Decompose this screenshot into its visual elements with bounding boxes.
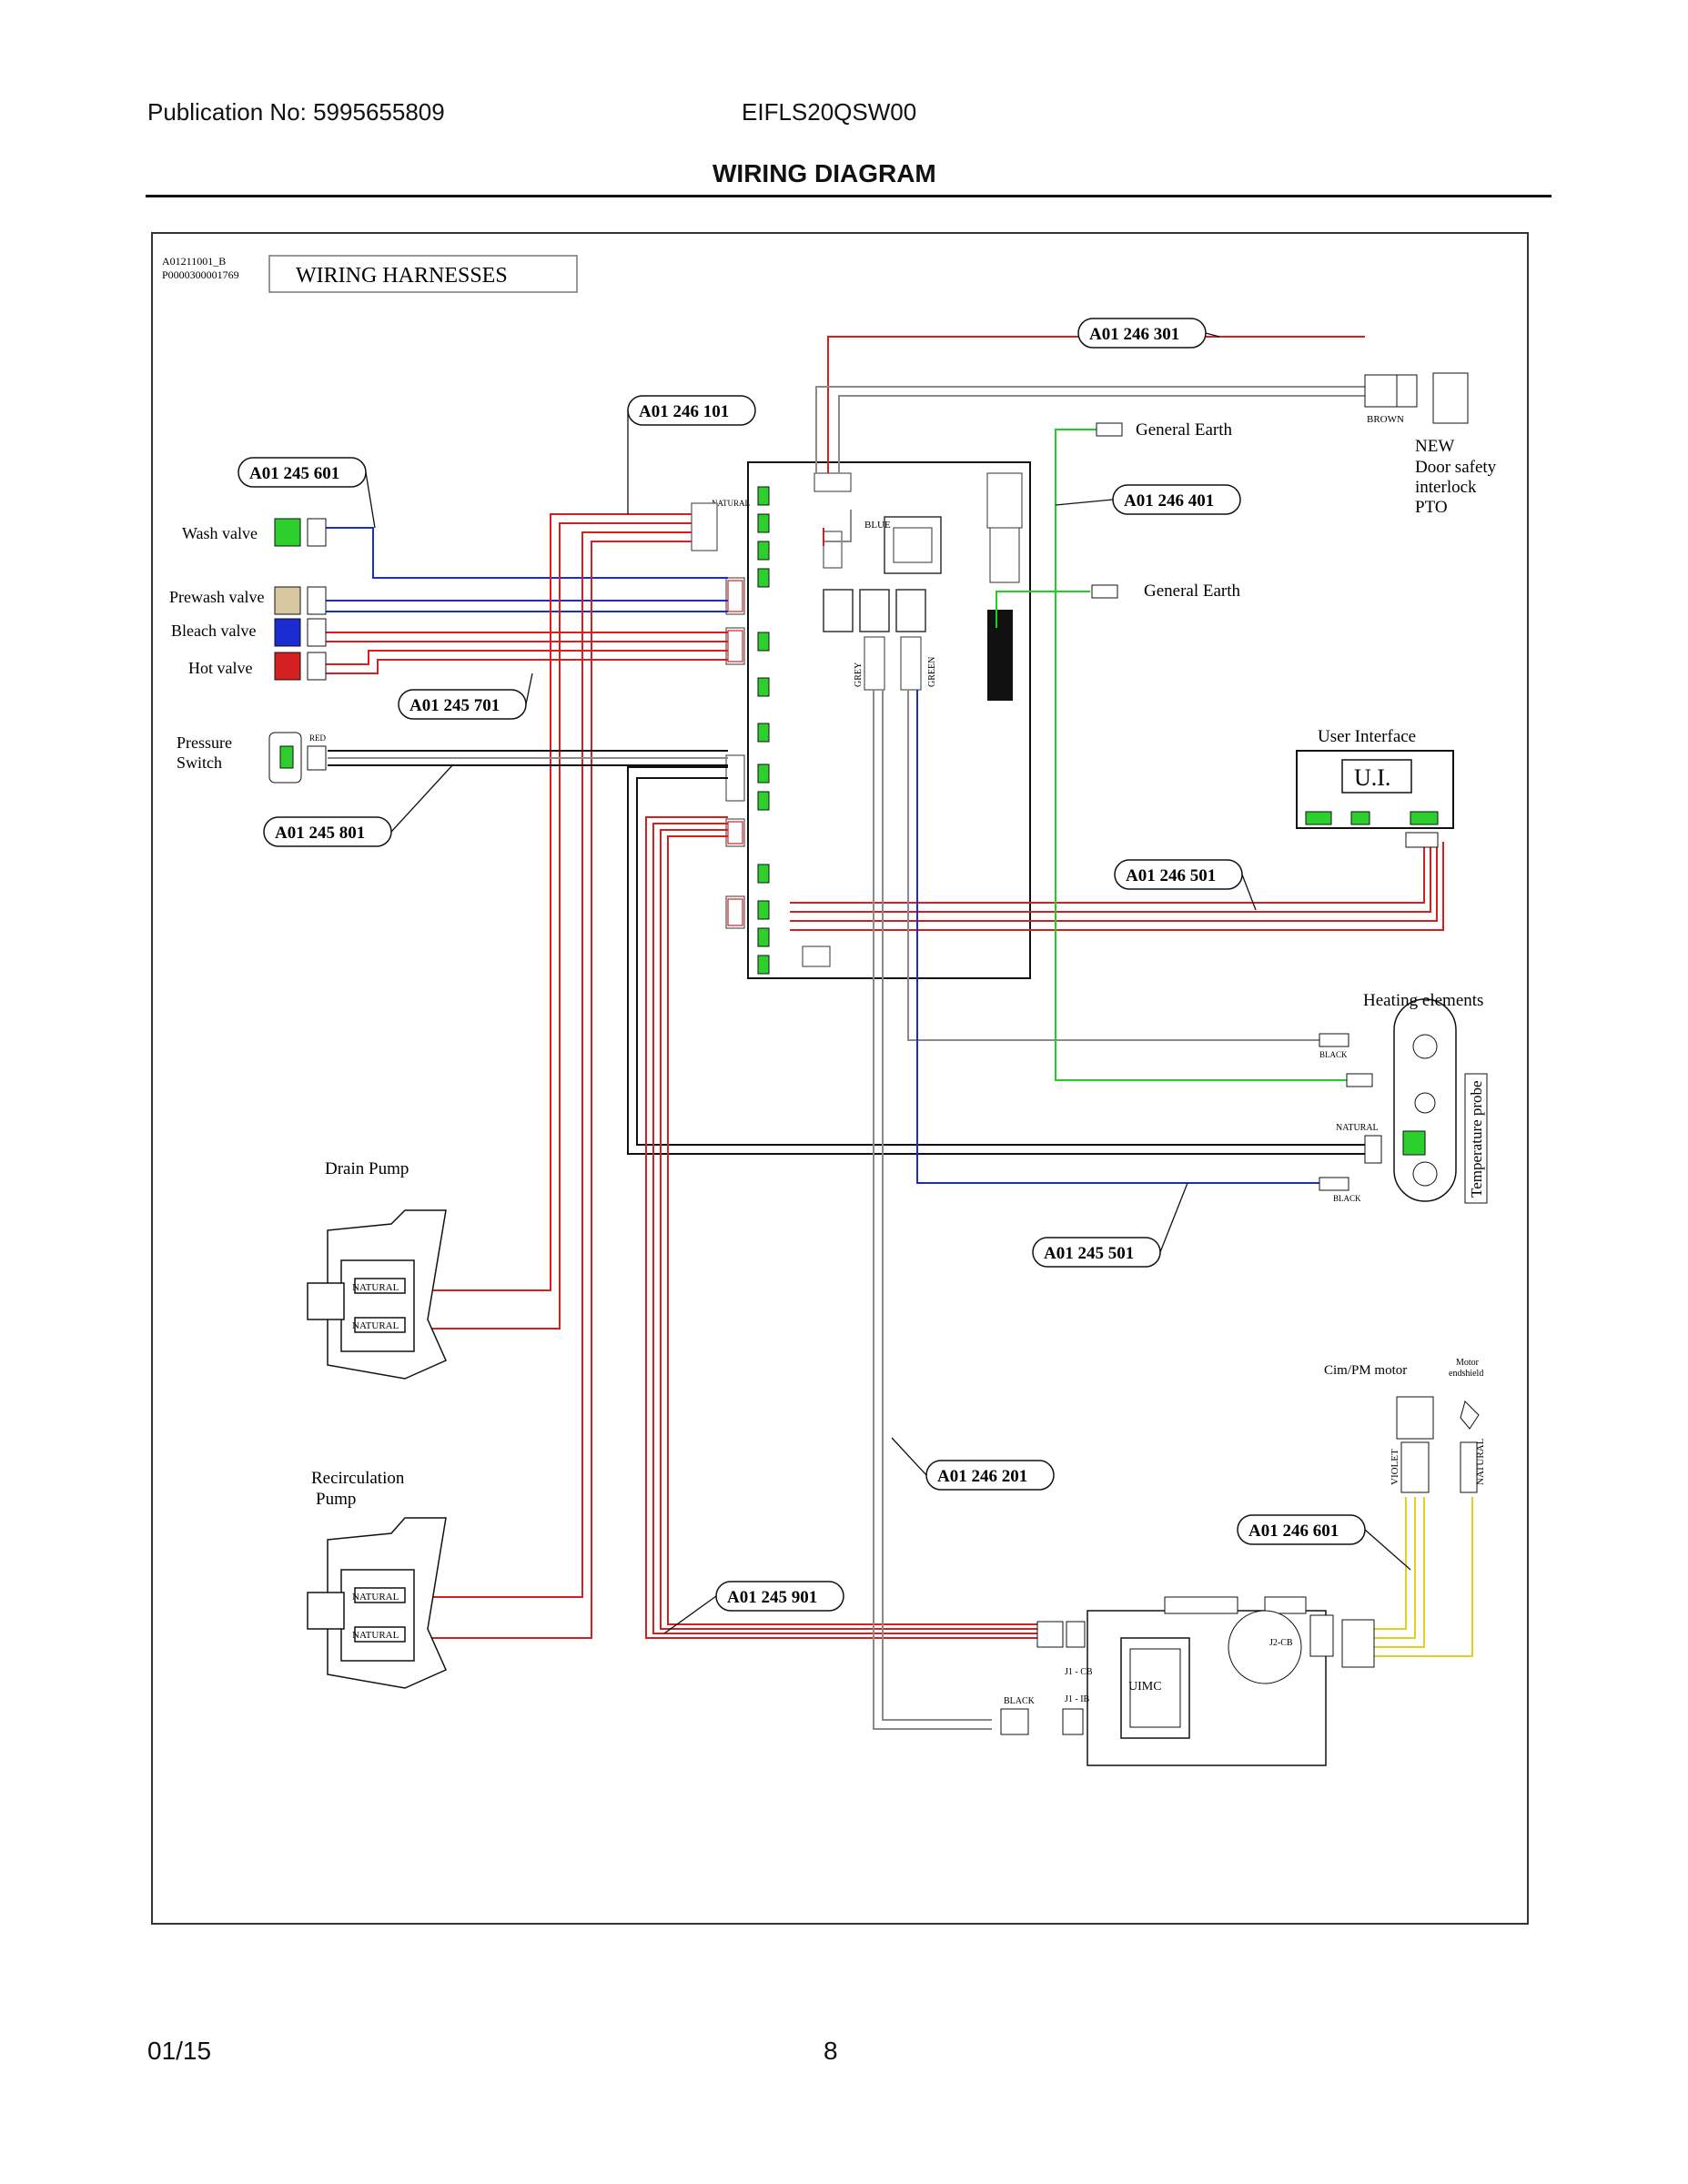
drain-pump xyxy=(307,1209,447,1380)
recirculation-pump xyxy=(307,1517,447,1689)
pressure-switch-label-1: Pressure xyxy=(177,733,232,752)
page-number: 8 xyxy=(824,2037,838,2065)
door-label-1: NEW xyxy=(1415,437,1454,456)
j1ib-label: J1 - IB xyxy=(1065,1694,1090,1704)
footer-date: 01/15 xyxy=(147,2037,212,2065)
uimc-label: UIMC xyxy=(1128,1680,1162,1694)
door-label-3: interlock xyxy=(1415,478,1477,497)
harness-a01245601: A01 245 601 xyxy=(249,464,339,483)
page-title: WIRING DIAGRAM xyxy=(713,159,936,187)
natural-label-recirc-2: NATURAL xyxy=(352,1630,399,1641)
uimc-module xyxy=(1000,1596,1375,1766)
temperature-probe-label: Temperature probe xyxy=(1468,1080,1485,1198)
harness-a01245901: A01 245 901 xyxy=(727,1588,817,1607)
motor-endshield-label-1: Motor xyxy=(1456,1358,1480,1368)
ui-box-label: U.I. xyxy=(1354,764,1390,791)
recirc-pump-label-2: Pump xyxy=(316,1490,356,1509)
user-interface-board xyxy=(1296,750,1454,848)
heating-element xyxy=(1319,998,1488,1204)
blue-label: BLUE xyxy=(864,520,891,531)
natural-label-heater: NATURAL xyxy=(1336,1123,1379,1133)
grey-label: GREY xyxy=(854,662,864,687)
door-label-2: Door safety xyxy=(1415,458,1497,477)
harness-callouts xyxy=(238,318,1366,1612)
harness-a01246301: A01 246 301 xyxy=(1089,325,1179,344)
natural-label-drain-2: NATURAL xyxy=(352,1320,399,1331)
harness-a01246501: A01 246 501 xyxy=(1126,866,1216,885)
header-divider xyxy=(146,195,1552,197)
valve-connectors xyxy=(268,518,327,784)
wires xyxy=(317,336,1473,1730)
drain-pump-label: Drain Pump xyxy=(325,1159,409,1178)
natural-label-drain-1: NATURAL xyxy=(352,1282,399,1293)
violet-label: VIOLET xyxy=(1390,1449,1400,1485)
natural-label-motor: NATURAL xyxy=(1475,1438,1486,1485)
harness-a01246201: A01 246 201 xyxy=(937,1467,1027,1486)
heating-elements-label: Heating elements xyxy=(1363,991,1483,1010)
main-control-board xyxy=(725,461,1031,979)
harness-a01246601: A01 246 601 xyxy=(1248,1522,1339,1541)
motor-endshield-label-2: endshield xyxy=(1449,1369,1483,1379)
black-label-heater-2: BLACK xyxy=(1333,1194,1361,1203)
bleach-valve-label: Bleach valve xyxy=(171,622,256,640)
callout-leaders xyxy=(365,332,1411,1634)
harness-a01246101: A01 246 101 xyxy=(639,402,729,421)
harness-a01245501: A01 245 501 xyxy=(1044,1244,1134,1263)
black-label-heater-1: BLACK xyxy=(1319,1050,1348,1059)
motor-connector xyxy=(1396,1396,1480,1493)
natural-connector xyxy=(691,502,718,551)
green-label: GREEN xyxy=(927,657,937,687)
natural-label-recirc-1: NATURAL xyxy=(352,1592,399,1603)
door-label-4: PTO xyxy=(1415,498,1448,517)
doc-code-2: P0000300001769 xyxy=(162,268,239,281)
section-title: WIRING HARNESSES xyxy=(296,264,508,288)
recirc-pump-label-1: Recirculation xyxy=(311,1469,405,1488)
pressure-switch-label-2: Switch xyxy=(177,753,222,772)
j1cb-label: J1 - CB xyxy=(1065,1667,1093,1677)
motor-label: Cim/PM motor xyxy=(1324,1363,1407,1378)
prewash-valve-label: Prewash valve xyxy=(169,588,264,606)
user-interface-label: User Interface xyxy=(1318,727,1416,746)
hot-valve-label: Hot valve xyxy=(188,659,252,677)
earth-connectors xyxy=(1091,422,1373,1087)
model-number: EIFLS20QSW00 xyxy=(742,98,917,126)
general-earth-label-1: General Earth xyxy=(1136,420,1233,440)
publication-number: Publication No: 5995655809 xyxy=(147,98,445,126)
harness-a01245701: A01 245 701 xyxy=(409,696,500,715)
wash-valve-label: Wash valve xyxy=(182,524,258,542)
section-title-box xyxy=(268,255,578,293)
diagram-frame xyxy=(151,232,1529,1925)
door-interlock-connector xyxy=(1364,372,1469,424)
red-label: RED xyxy=(309,733,327,743)
harness-a01246401: A01 246 401 xyxy=(1124,491,1214,511)
brown-label: BROWN xyxy=(1367,414,1404,425)
black-label-uimc: BLACK xyxy=(1004,1696,1036,1706)
general-earth-label-2: General Earth xyxy=(1144,581,1241,601)
natural-label-top: NATURAL xyxy=(712,499,750,508)
doc-code-1: A01211001_B xyxy=(162,255,226,268)
j2cb-label: J2-CB xyxy=(1269,1638,1293,1648)
harness-a01245801: A01 245 801 xyxy=(275,824,365,843)
